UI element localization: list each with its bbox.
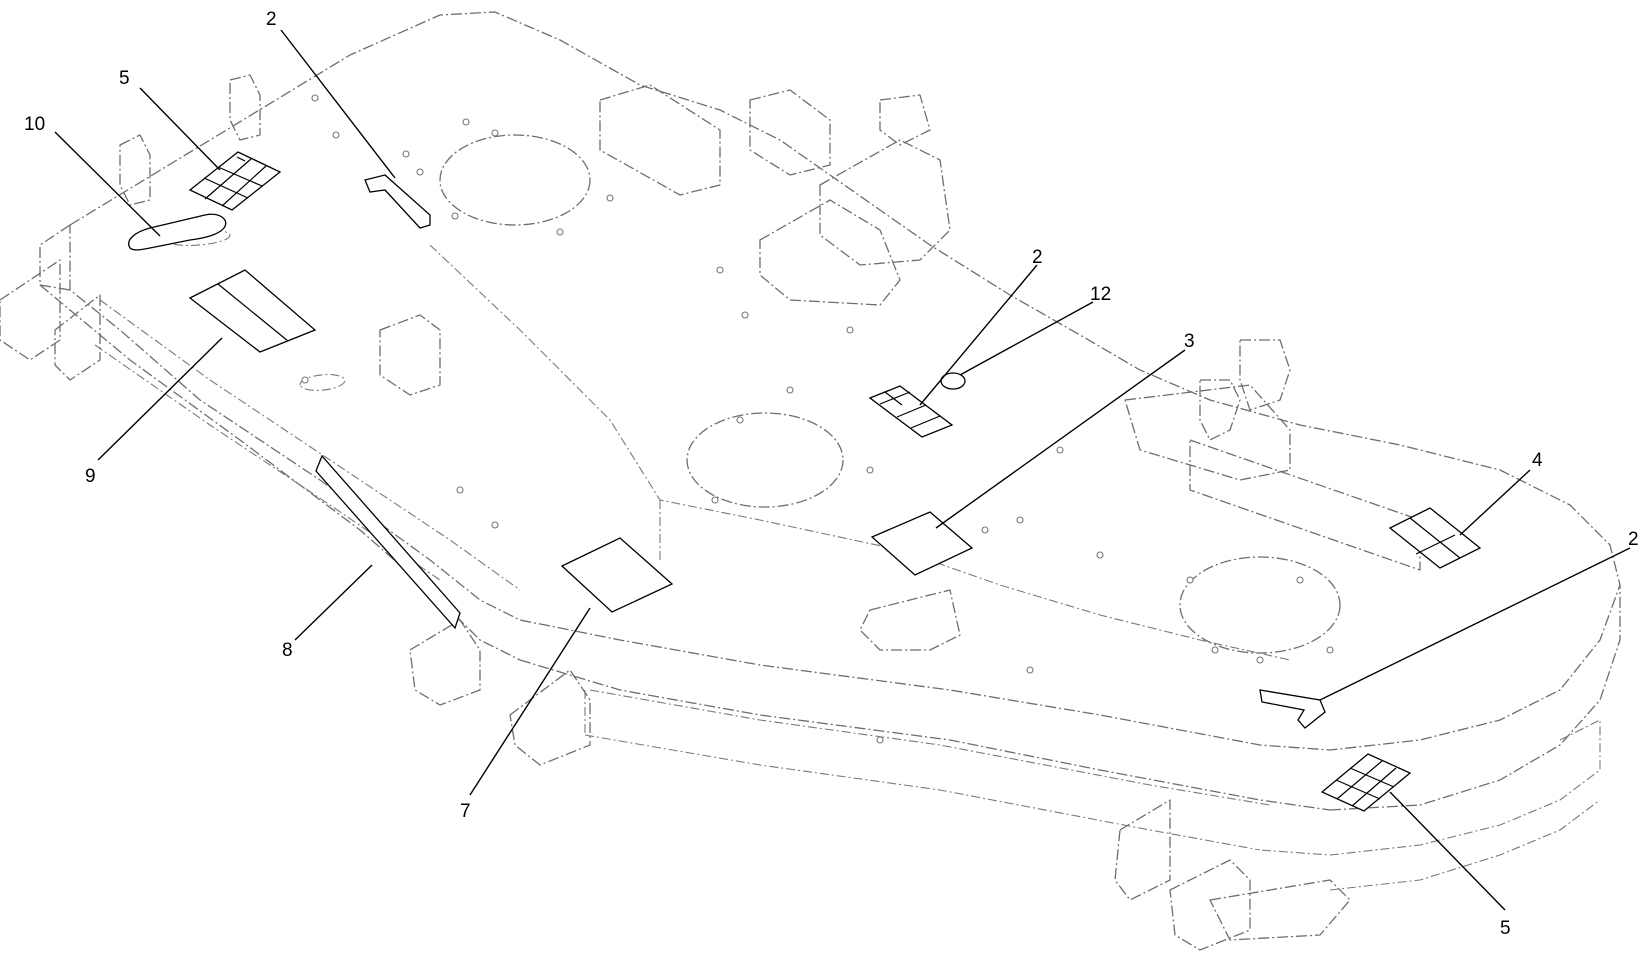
decal-10 [128, 213, 227, 251]
decal-2-right [1259, 689, 1326, 729]
callout-2-right: 2 [1628, 529, 1639, 550]
callout-labels: 2 5 10 9 8 7 2 12 3 4 2 5 [24, 9, 1639, 939]
decal-5-bottom [1320, 753, 1412, 812]
decal-2-top [364, 174, 431, 229]
callout-9: 9 [85, 466, 96, 487]
bolt-holes [301, 94, 1334, 744]
decal-5-top [188, 151, 282, 211]
decal-4 [1388, 507, 1482, 569]
callout-8: 8 [282, 640, 293, 661]
leader-lines [54, 29, 1631, 911]
decal-7 [560, 537, 674, 613]
callout-10: 10 [24, 114, 45, 135]
callout-4: 4 [1532, 450, 1543, 471]
callout-2-top: 2 [266, 9, 277, 30]
deck-outline [0, 11, 1621, 951]
decal-2-center [868, 385, 954, 438]
callout-2-center: 2 [1032, 247, 1043, 268]
decals [128, 151, 1482, 812]
decal-12 [940, 372, 966, 390]
decal-8 [315, 454, 461, 630]
spindle-openings [439, 134, 1341, 654]
callout-7: 7 [460, 801, 471, 822]
callout-5-bottom: 5 [1500, 918, 1511, 939]
decal-3 [870, 511, 974, 576]
callout-5-top: 5 [119, 68, 130, 89]
callout-3: 3 [1184, 331, 1195, 352]
callout-12: 12 [1090, 284, 1111, 305]
decal-9 [188, 269, 317, 353]
